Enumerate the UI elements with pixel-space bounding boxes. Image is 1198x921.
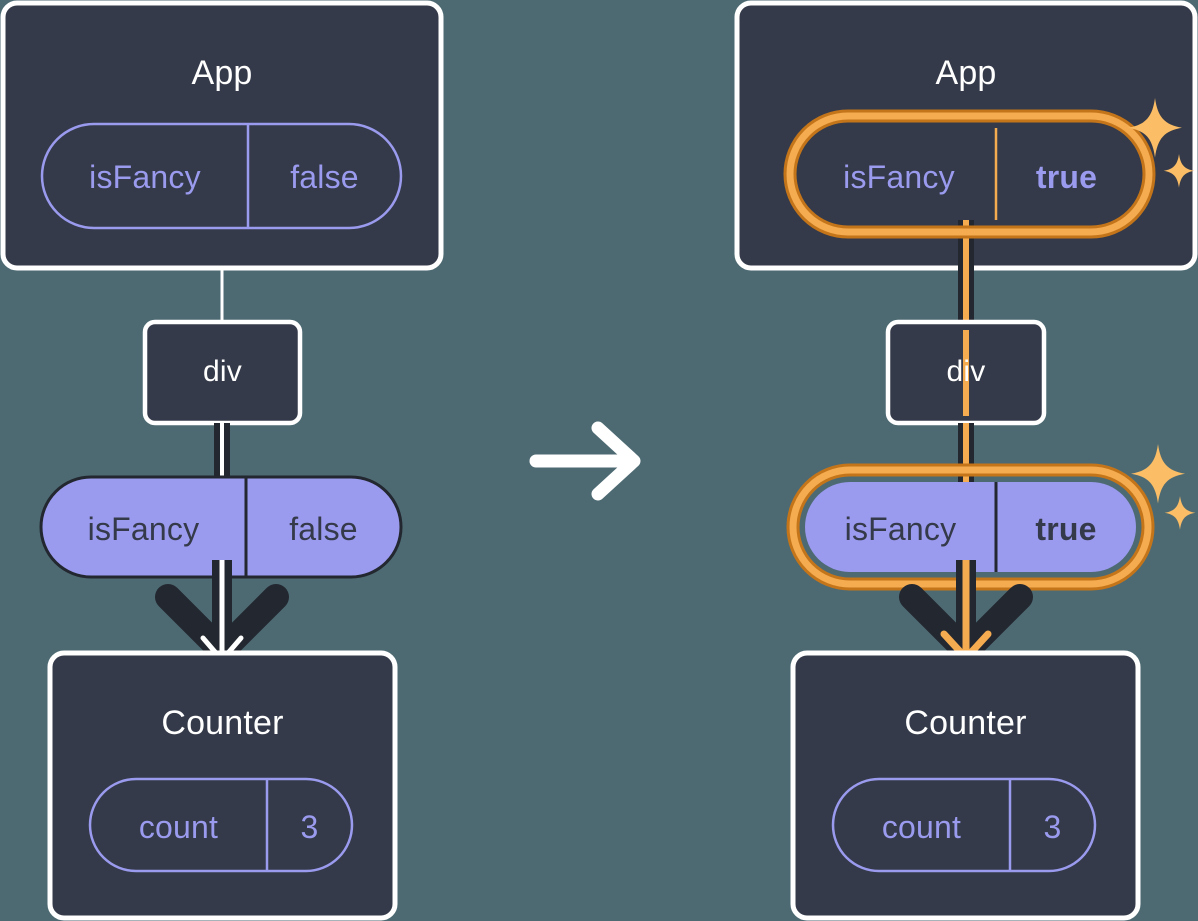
prop-name-counter-right: count [881,809,962,845]
prop-name-left: isFancy [87,511,200,547]
node-label-div-left: div [203,355,242,388]
prop-name-counter-left: count [138,809,219,845]
prop-pill-counter-right [831,777,1097,873]
prop-name-app-right: isFancy [843,159,955,195]
node-label-counter-left: Counter [161,704,284,742]
prop-pill-app-left [40,122,403,230]
prop-name-app-left: isFancy [89,159,201,195]
prop-pill-app-right-ring-inner [786,112,1153,236]
node-label-app-left: App [191,54,253,92]
prop-pill-app-right [802,128,1137,220]
prop-pill-counter-left [88,777,354,873]
node-counter-right [790,650,1141,921]
prop-value-app-right: true [1035,159,1098,195]
prop-value-counter-left: 3 [300,809,319,845]
node-app-left [0,0,444,271]
node-label-app-right: App [935,54,997,92]
prop-name-right: isFancy [844,511,957,547]
prop-value-left: false [289,511,358,547]
right-arrow-icon [529,421,641,501]
node-label-div-right: div [946,355,986,388]
prop-value-counter-right: 3 [1043,809,1062,845]
prop-value-app-left: false [290,159,359,195]
prop-value-right: true [1035,511,1097,547]
node-counter-left [47,650,398,921]
node-label-counter-right: Counter [904,704,1027,742]
prop-pill-right [805,482,1136,572]
